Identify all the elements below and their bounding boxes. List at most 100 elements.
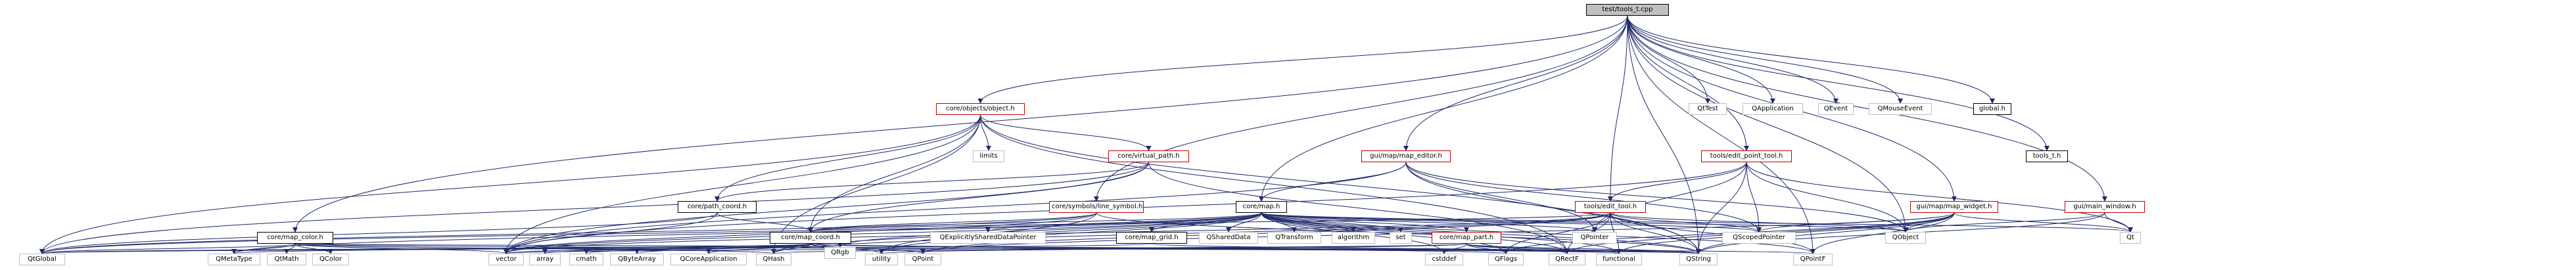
node-qtglobal: QtGlobal (19, 254, 65, 265)
edge-edit_tool_h-to-qobject (1610, 212, 1908, 233)
edge-map_part_h-to-functional (1466, 243, 1622, 254)
edge-map_grid_h-to-qstring (1151, 243, 1701, 254)
node-qttest: QtTest (1689, 103, 1727, 115)
node-qflags: QFlags (1488, 254, 1524, 265)
edge-map_color_h-to-qrgb (294, 242, 841, 248)
edge-map_editor_h-to-qscopedpointer (1405, 162, 1762, 233)
edge-map_color_h-to-qtmath (284, 243, 296, 254)
edge-map_part_h-to-qstring (1466, 243, 1701, 254)
edge-map_color_h-to-qtglobal (39, 243, 296, 254)
edge-map_editor_h-to-qstring (1405, 162, 1701, 254)
edge-root-to-qmouseevent (1627, 15, 1903, 104)
node-map-part-h[interactable]: core/map_part.h (1432, 232, 1501, 244)
node-cstddef: cstddef (1425, 254, 1463, 265)
edge-map_widget_h-to-qt (1954, 212, 2133, 233)
node-qexplicitlyshareddatapointer: QExplicitlySharedDataPointer (930, 232, 1046, 244)
edge-main_window_h-to-qt (2104, 212, 2133, 233)
edge-root-to-qtest (1627, 15, 1710, 104)
edge-map_widget_h-to-qstring (1696, 212, 1955, 254)
edge-map_coord_h-to-qmetatype (231, 243, 811, 254)
node-qhash: QHash (756, 254, 791, 265)
edge-line_symbol_h-to-map_coord_h (808, 212, 1097, 233)
edge-map_color_h-to-qcolor (294, 243, 333, 254)
node-map-grid-h[interactable]: core/map_grid.h (1116, 232, 1187, 244)
edge-root-to-qevent (1627, 15, 1838, 104)
node-edit-tool-h[interactable]: tools/edit_tool.h (1575, 201, 1646, 213)
edge-object_h-to-map_coord_h (808, 114, 981, 233)
edge-virtual_path_h-to-map_coord_h (808, 162, 1149, 233)
edge-map_h-to-map_coord_h (808, 212, 1262, 233)
node-qpointer: QPointer (1572, 232, 1617, 244)
edge-virtual_path_h-to-vector (503, 162, 1149, 254)
node-qt: Qt (2120, 232, 2141, 244)
edge-map_h-to-qpointf (1261, 212, 1815, 254)
edge-edit_point_tool_h-to-qobject (1746, 162, 1908, 233)
node-map-h[interactable]: core/map.h (1236, 201, 1287, 213)
edge-edit_point_tool_h-to-edit_tool_h (1608, 162, 1747, 202)
node-qtmath: QtMath (267, 254, 306, 265)
edge-map_h-to-qscopedpointer (1261, 212, 1762, 233)
node-map-color-h[interactable]: core/map_color.h (257, 232, 333, 244)
node-tools-t-h[interactable]: tools_t.h (2026, 150, 2068, 162)
node-qscopedpointer: QScopedPointer (1722, 232, 1796, 244)
node-map-coord-h[interactable]: core/map_coord.h (770, 232, 851, 244)
node-line-symbol-h[interactable]: core/symbols/line_symbol.h (1049, 201, 1144, 213)
node-functional: functional (1596, 254, 1642, 265)
edge-root-to-qpointf (1627, 15, 1815, 254)
edge-map_h-to-vector (503, 212, 1262, 254)
node-qpointf: QPointF (1793, 254, 1833, 265)
edge-virtual_path_h-to-path_coord_h (714, 162, 1149, 202)
node-path-coord-h[interactable]: core/path_coord.h (678, 201, 757, 213)
node-vector: vector (488, 254, 524, 265)
edge-object_h-to-limits (980, 114, 991, 151)
edge-root-to-qstring (1627, 15, 1701, 254)
node-main-window-h[interactable]: gui/main_window.h (2065, 201, 2145, 213)
edge-line_symbol_h-to-qtglobal (39, 212, 1097, 254)
node-qmouseevent: QMouseEvent (1869, 103, 1932, 115)
edge-object_h-to-qtglobal (39, 114, 981, 254)
edge-map_h-to-qrectf (1261, 212, 1570, 254)
node-algorithm: algorithm (1332, 232, 1375, 244)
node-qrectf: QRectF (1549, 254, 1585, 265)
edge-map_h-to-map_part_h (1261, 212, 1469, 233)
node-qstring: QString (1679, 254, 1718, 265)
node-qbytearray: QByteArray (610, 254, 664, 265)
edge-root-to-main_window_h (1627, 15, 2107, 202)
edge-map_h-to-qt (1261, 212, 2133, 233)
edge-map_editor_h-to-vector (503, 162, 1407, 254)
edge-map_part_h-to-qhash (772, 243, 1467, 254)
node-global-h[interactable]: global.h (1973, 103, 2011, 115)
edge-edit_point_tool_h-to-qscopedpointer (1746, 162, 1762, 233)
node-cmath: cmath (569, 254, 603, 265)
node-qmetatype: QMetaType (208, 254, 260, 265)
node-qtransform: QTransform (1267, 232, 1321, 244)
edge-map_part_h-to-qflags (1466, 243, 1509, 254)
edge-object_h-to-vector (503, 114, 981, 254)
node-qevent: QEvent (1818, 103, 1854, 115)
edge-map_coord_h-to-qcoreapplication (706, 243, 811, 254)
node-object-h[interactable]: core/objects/object.h (936, 103, 1025, 115)
edge-map_h-to-qshareddata (1226, 212, 1262, 233)
node-qobject: QObject (1885, 232, 1926, 244)
node-map-widget-h[interactable]: gui/map/map_widget.h (1910, 201, 1998, 213)
edge-map_editor_h-to-qpointer (1405, 162, 1597, 233)
node-root-file[interactable]: test/tools_t.cpp (1586, 4, 1669, 16)
node-qrgb: QRgb (824, 247, 856, 259)
node-map-editor-h[interactable]: gui/map/map_editor.h (1361, 150, 1451, 162)
node-virtual-path-h[interactable]: core/virtual_path.h (1108, 150, 1189, 162)
edge-root-to-tools_t_h (1627, 15, 2049, 151)
node-qcoreapplication: QCoreApplication (670, 254, 747, 265)
edge-map_coord_h-to-qbytearray (634, 243, 811, 254)
edge-root-to-line_symbol_h (1094, 15, 1628, 202)
node-array: array (529, 254, 561, 265)
edge-virtual_path_h-to-qtglobal (39, 162, 1149, 254)
edge-edit_point_tool_h-to-qpointer (1592, 162, 1747, 233)
edge-root-to-edit_tool_h (1608, 15, 1628, 202)
edge-map_h-to-qobject (1261, 212, 1908, 233)
node-edit-point-tool-h[interactable]: tools/edit_point_tool.h (1701, 150, 1792, 162)
edge-map_editor_h-to-map_h (1259, 162, 1407, 202)
edge-map_h-to-qpointer (1261, 212, 1597, 233)
edge-edit_tool_h-to-qpointf (1610, 212, 1815, 254)
